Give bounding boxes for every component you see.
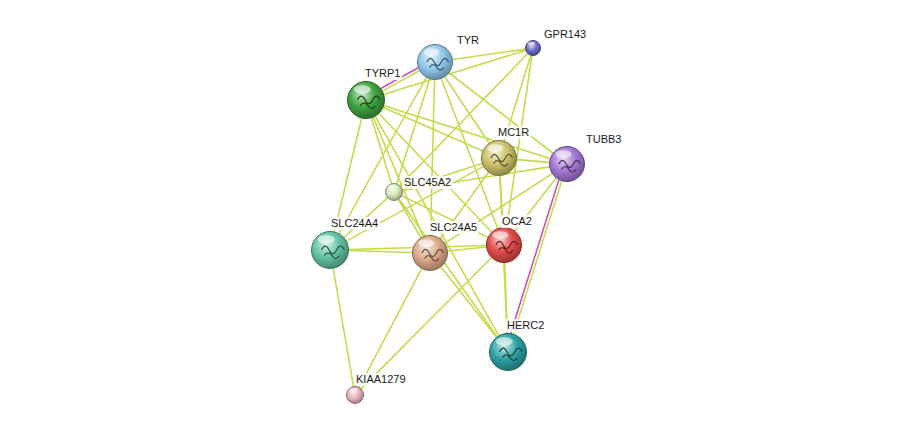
interaction-edge xyxy=(334,118,361,231)
node-circle xyxy=(490,334,527,371)
interaction-edge xyxy=(511,180,559,333)
protein-node: SLC45A2 xyxy=(385,183,403,201)
node-label: OCA2 xyxy=(500,215,534,228)
structure-glyph xyxy=(321,246,344,258)
node-label: TUBB3 xyxy=(584,133,623,146)
structure-glyph xyxy=(499,348,522,360)
node-sphere xyxy=(346,386,364,404)
protein-node: TUBB3 xyxy=(549,146,585,182)
node-sphere xyxy=(481,140,517,176)
node-circle xyxy=(347,387,364,404)
interaction-edge xyxy=(403,167,549,191)
node-sphere xyxy=(549,146,585,182)
interaction-edge xyxy=(384,106,550,159)
interaction-edge xyxy=(375,117,498,336)
sphere-highlight xyxy=(354,85,371,93)
sphere-highlight xyxy=(492,231,508,239)
node-sphere xyxy=(489,333,527,371)
sphere-highlight xyxy=(318,235,335,243)
node-sphere xyxy=(417,44,453,80)
interaction-edge xyxy=(448,247,486,251)
node-label: TYR xyxy=(455,34,481,47)
node-sphere xyxy=(412,235,448,271)
interaction-edge xyxy=(400,54,527,186)
structure-glyph xyxy=(491,154,513,166)
interaction-edge xyxy=(397,79,430,183)
protein-node: SLC24A4 xyxy=(311,231,349,269)
node-circle xyxy=(487,228,522,263)
node-label: GPR143 xyxy=(542,28,588,41)
protein-node: HERC2 xyxy=(489,333,527,371)
interaction-edge xyxy=(517,160,549,163)
node-label: SLC24A5 xyxy=(428,221,479,234)
node-circle xyxy=(550,147,585,182)
protein-node: OCA2 xyxy=(486,227,522,263)
interaction-edge xyxy=(349,251,412,253)
node-label: SLC45A2 xyxy=(402,176,453,189)
node-label: KIAA1279 xyxy=(354,373,408,386)
node-circle xyxy=(482,141,517,176)
node-circle xyxy=(526,41,541,56)
sphere-highlight xyxy=(555,150,571,158)
sphere-highlight xyxy=(423,48,439,56)
protein-node: SLC24A5 xyxy=(412,235,448,271)
sphere-highlight xyxy=(388,185,396,189)
sphere-highlight xyxy=(349,388,357,392)
sphere-highlight xyxy=(418,239,434,247)
node-sphere xyxy=(311,231,349,269)
interaction-edge xyxy=(441,267,496,337)
node-label: SLC24A4 xyxy=(329,217,380,230)
node-sphere xyxy=(486,227,522,263)
sphere-highlight xyxy=(496,337,513,345)
interaction-edge xyxy=(399,200,421,238)
structure-glyph xyxy=(427,58,449,70)
node-circle xyxy=(386,184,403,201)
interaction-edge xyxy=(403,164,482,190)
structure-glyph xyxy=(496,241,518,253)
structure-glyph xyxy=(559,160,581,172)
interaction-edge xyxy=(361,258,491,389)
node-label: MC1R xyxy=(496,126,531,139)
node-circle xyxy=(312,232,349,269)
interaction-edge xyxy=(384,50,525,94)
node-label: TYRP1 xyxy=(363,67,402,80)
protein-node: TYR xyxy=(417,44,453,80)
structure-glyph xyxy=(422,249,444,261)
protein-node: GPR143 xyxy=(525,40,541,56)
node-sphere xyxy=(525,40,541,56)
interaction-edge xyxy=(359,269,421,387)
interaction-edge xyxy=(383,108,482,151)
sphere-highlight xyxy=(487,144,503,152)
protein-node: MC1R xyxy=(481,140,517,176)
node-sphere xyxy=(347,81,385,119)
structure-glyph xyxy=(357,96,380,108)
node-circle xyxy=(418,45,453,80)
protein-node: KIAA1279 xyxy=(346,386,364,404)
node-circle xyxy=(348,82,385,119)
protein-node: TYRP1 xyxy=(347,81,385,119)
node-sphere xyxy=(385,183,403,201)
node-label: HERC2 xyxy=(505,319,546,332)
interaction-edge xyxy=(333,269,353,386)
sphere-highlight xyxy=(528,42,535,46)
node-circle xyxy=(413,236,448,271)
interaction-edge xyxy=(514,181,562,334)
interaction-edge xyxy=(402,196,488,237)
